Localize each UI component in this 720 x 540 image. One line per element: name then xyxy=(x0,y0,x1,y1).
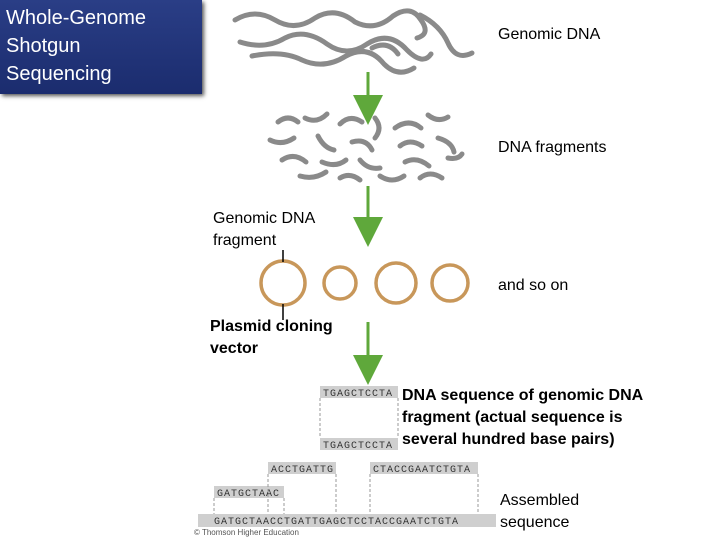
assembled-seq: GATGCTAACCTGATTGAGCTCCTACCGAATCTGTA xyxy=(214,517,459,528)
fragment xyxy=(372,115,382,141)
title-line-3: Sequencing xyxy=(6,63,112,85)
plasmid-4 xyxy=(430,263,470,303)
plasmid-3 xyxy=(374,261,418,305)
label-plasmid: Plasmid cloning vector xyxy=(210,316,333,360)
plasmid-1 xyxy=(259,259,307,307)
plasmid-2 xyxy=(322,265,358,301)
dna-strand xyxy=(417,12,475,58)
label-assembled-line-1: Assembled xyxy=(500,492,580,509)
read-5: GATGCTAAC xyxy=(217,489,280,500)
label-genomic-dna: Genomic DNA xyxy=(498,26,601,43)
read-3: ACCTGATTG xyxy=(271,465,334,476)
fragment xyxy=(377,173,407,183)
alignment-guides xyxy=(213,398,479,514)
label-plasmid-line-2: vector xyxy=(210,340,259,357)
dna-strand xyxy=(237,31,434,62)
label-dna-sequence-line-3: several hundred base pairs) xyxy=(402,431,615,448)
fragment xyxy=(435,135,457,155)
label-dna-sequence-line-1: DNA sequence of genomic DNA xyxy=(402,387,644,404)
assembled-bar xyxy=(198,514,496,527)
read-bar-1 xyxy=(320,386,398,398)
fragment xyxy=(337,116,365,127)
fragment xyxy=(319,157,349,168)
title-line-2: Shotgun xyxy=(6,35,81,57)
dna-strand xyxy=(369,42,401,57)
label-plasmid-line-1: Plasmid cloning xyxy=(210,318,333,335)
label-dna-sequence: DNA sequence of genomic DNA fragment (ac… xyxy=(402,385,643,451)
read-1: TGAGCTCCTA xyxy=(323,389,393,400)
read-2: TGAGCTCCTA xyxy=(323,441,393,452)
fragment xyxy=(445,151,465,161)
read-bar-3 xyxy=(268,462,336,474)
label-genomic-fragment-line-2: fragment xyxy=(213,232,277,249)
dna-strand xyxy=(232,8,428,41)
fragment xyxy=(357,157,383,171)
label-assembled-line-2: sequence xyxy=(500,514,570,531)
read-4: CTACCGAATCTGTA xyxy=(373,465,471,476)
fragment xyxy=(417,171,445,181)
fragment xyxy=(279,154,309,165)
read-bar-4 xyxy=(370,462,478,474)
fragment xyxy=(397,139,425,149)
fragment xyxy=(267,135,297,146)
read-bar-2 xyxy=(320,438,398,450)
fragment xyxy=(275,115,301,125)
fragment xyxy=(297,169,329,180)
plasmids xyxy=(259,259,470,307)
label-dna-fragments: DNA fragments xyxy=(498,139,607,156)
label-genomic-fragment-line-1: Genomic DNA xyxy=(213,210,316,227)
read-bar-5 xyxy=(214,486,284,498)
label-genomic-fragment: Genomic DNA fragment xyxy=(213,208,315,252)
label-and-so-on: and so on xyxy=(498,277,569,294)
fragment xyxy=(315,133,337,153)
fragment xyxy=(402,157,432,169)
fragment xyxy=(349,138,375,153)
label-assembled: Assembled sequence xyxy=(500,490,579,534)
copyright: © Thomson Higher Education xyxy=(194,528,299,537)
fragment xyxy=(337,172,363,183)
fragment xyxy=(302,111,330,123)
label-dna-sequence-line-2: fragment (actual sequence is xyxy=(402,409,623,426)
fragment xyxy=(392,120,424,131)
slide-title: Whole-Genome Shotgun Sequencing xyxy=(0,0,202,94)
genomic-dna-strands xyxy=(232,8,475,75)
title-line-1: Whole-Genome xyxy=(6,7,147,29)
sequence-reads: TGAGCTCCTA TGAGCTCCTA ACCTGATTG CTACCGAA… xyxy=(198,386,496,528)
fragment xyxy=(425,112,451,123)
dna-strand xyxy=(249,49,417,75)
dna-fragments xyxy=(267,111,465,183)
